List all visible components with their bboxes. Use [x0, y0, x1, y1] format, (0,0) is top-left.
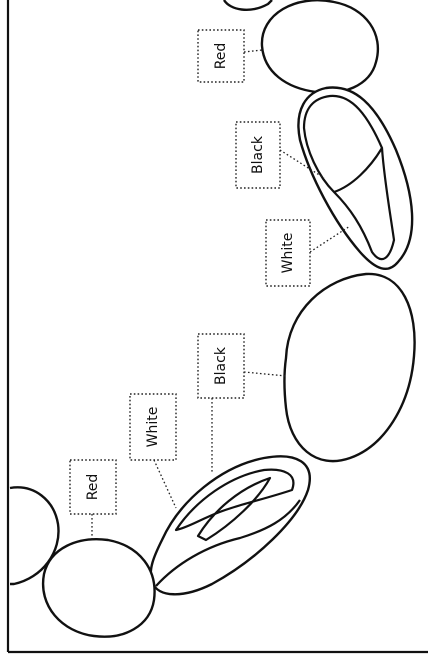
leader-black-top [279, 149, 325, 179]
label-black-top-text: Black [250, 135, 266, 174]
bead-red-top [260, 0, 379, 95]
label-red-bottom: Red [69, 459, 117, 515]
leader-white-bottom [153, 459, 177, 509]
label-white-bottom-text: White [145, 407, 161, 448]
leader-white-top [309, 225, 351, 253]
label-red-bottom-box [69, 459, 117, 515]
label-black-top-box [235, 121, 281, 189]
label-black-bottom: Black [197, 333, 245, 399]
label-white-bottom: White [129, 393, 177, 461]
label-red-top-text: Red [213, 43, 229, 70]
bead-bottom-left-partial [9, 486, 60, 586]
bead-top-partial [222, 0, 273, 11]
bead-bottom-inner-loop [196, 476, 272, 542]
label-white-top-box [265, 219, 311, 287]
bead-black-white-bottom [149, 455, 311, 596]
label-black-top: Black [235, 121, 281, 189]
label-white-top-text: White [280, 233, 296, 274]
label-white-bottom-box [129, 393, 177, 461]
bead-top-inner-lines [302, 94, 396, 261]
bead-red-bottom [41, 538, 156, 638]
bead-black-large [283, 272, 416, 463]
bead-black-white-top [297, 86, 414, 271]
label-red-bottom-text: Red [85, 474, 101, 501]
label-black-bottom-box [197, 333, 245, 399]
label-red-top: Red [197, 29, 245, 83]
label-black-bottom-text: Black [213, 346, 229, 385]
leader-black-bottom [243, 371, 287, 377]
bead-bottom-inner-lines [155, 468, 301, 587]
leader-red-top [243, 49, 263, 53]
label-white-top: White [265, 219, 311, 287]
label-red-top-box [197, 29, 245, 83]
